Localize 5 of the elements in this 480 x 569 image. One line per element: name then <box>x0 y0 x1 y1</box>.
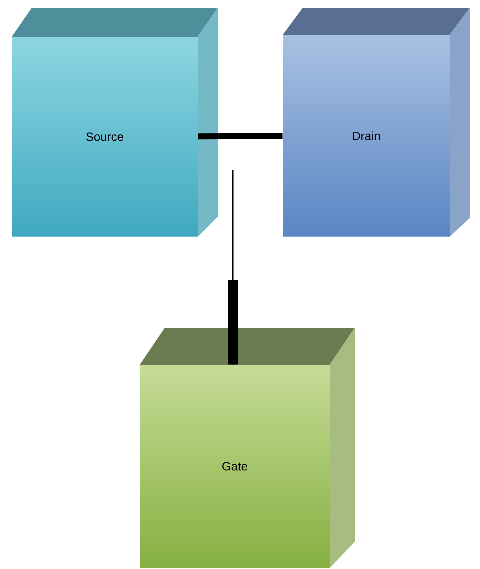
connector-line <box>228 170 238 365</box>
cube: Source <box>12 8 218 237</box>
cube: Gate <box>140 328 355 568</box>
connector-line <box>198 133 283 140</box>
cube: Drain <box>283 8 470 237</box>
